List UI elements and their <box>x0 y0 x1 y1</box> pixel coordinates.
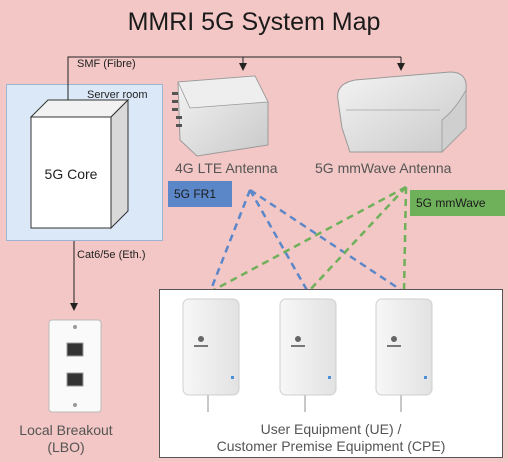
ue-label-line2: Customer Premise Equipment (CPE) <box>216 438 446 454</box>
mmwave-links <box>209 185 408 294</box>
cpe-device <box>279 298 337 412</box>
lte-antenna-label: 4G LTE Antenna <box>175 160 278 176</box>
fibre-link-label: SMF (Fibre) <box>77 58 136 70</box>
cpe-device <box>375 298 433 412</box>
cpe-devices <box>182 298 433 412</box>
lbo-label: Local Breakout (LBO) <box>16 422 116 456</box>
fr1-links <box>208 188 405 294</box>
lte-antenna-image <box>172 75 269 157</box>
ue-label: User Equipment (UE) / Customer Premise E… <box>159 421 503 455</box>
ue-panel <box>159 289 503 458</box>
server-room-label: Server room <box>87 89 148 101</box>
lbo-wall-socket <box>48 319 102 413</box>
lbo-label-line2: (LBO) <box>47 439 85 455</box>
mmwave-antenna-image <box>337 71 467 153</box>
mmwave-antenna-label: 5G mmWave Antenna <box>315 160 452 176</box>
fr1-band-tag: 5G FR1 <box>168 181 232 207</box>
mmwave-band-tag: 5G mmWave <box>410 190 505 216</box>
core-label: 5G Core <box>44 166 98 182</box>
ethernet-link-label: Cat6/5e (Eth.) <box>77 249 146 261</box>
lbo-label-line1: Local Breakout <box>19 422 113 438</box>
page-title: MMRI 5G System Map <box>127 8 381 36</box>
fibre-link <box>67 56 405 113</box>
ue-label-line1: User Equipment (UE) / <box>260 421 402 437</box>
5g-core-server <box>29 98 130 230</box>
cpe-device <box>182 298 240 412</box>
